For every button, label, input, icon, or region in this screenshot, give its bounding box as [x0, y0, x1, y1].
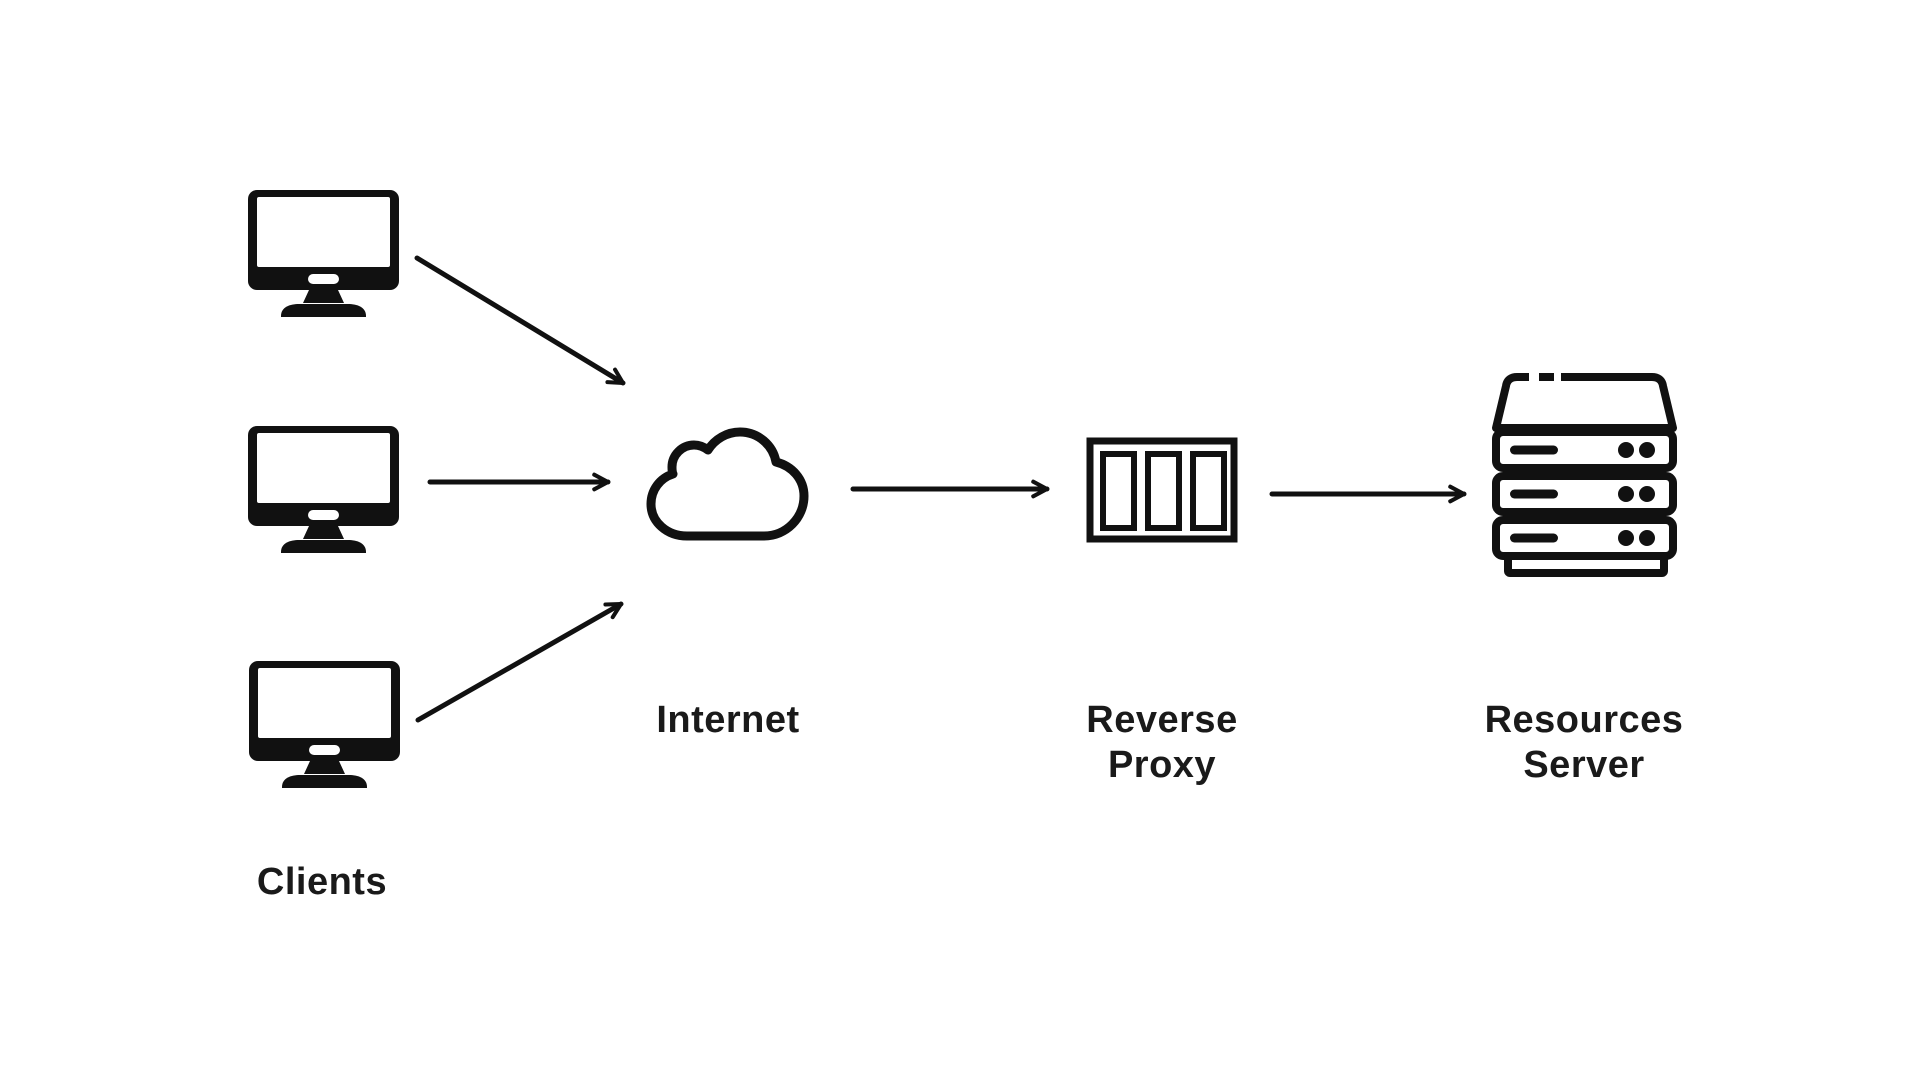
resources-server-node [1492, 370, 1680, 587]
internet-label: Internet [656, 699, 800, 741]
client-node-1 [247, 189, 400, 322]
clients-label: Clients [256, 861, 388, 903]
cloud-icon [646, 427, 809, 541]
client-node-3 [248, 660, 401, 793]
client-node-2 [247, 425, 400, 558]
resources-server-label-line2: Server [1523, 744, 1645, 786]
arrow-client3-to-internet [415, 601, 624, 723]
arrow-client1-to-internet [414, 255, 626, 386]
desktop-computer-icon [247, 425, 400, 553]
reverse-proxy-label-line2: Proxy [1107, 744, 1217, 786]
desktop-computer-icon [248, 660, 401, 788]
server-rack-icon [1492, 371, 1677, 577]
reverse-proxy-label-line1: Reverse [1086, 699, 1238, 741]
reverse-proxy-label: Reverse Proxy [1086, 698, 1237, 788]
reverse-proxy-node [1083, 434, 1241, 551]
desktop-computer-icon [247, 189, 400, 317]
resources-server-label-line1: Resources [1484, 699, 1684, 741]
resources-server-label: Resources Server [1485, 698, 1684, 788]
reverse-proxy-panel-icon [1086, 437, 1238, 543]
internet-node [638, 423, 818, 553]
